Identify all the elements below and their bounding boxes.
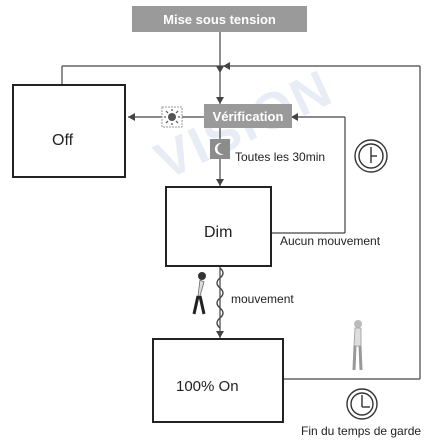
state-dim-box <box>165 186 272 267</box>
moon-icon <box>210 139 230 159</box>
motion-label: mouvement <box>231 292 294 306</box>
person-walking-icon <box>192 272 206 315</box>
power-on-label: Mise sous tension <box>132 6 307 32</box>
sun-icon <box>161 106 183 128</box>
hold-time-label: Fin du temps de garde <box>301 424 422 438</box>
state-on-label: 100% On <box>176 378 239 395</box>
state-off-box <box>12 84 126 178</box>
interval-label: Toutes les 30min <box>235 150 326 164</box>
check-label: Vérification <box>204 104 292 128</box>
state-on-box <box>152 338 284 423</box>
motion-wave <box>216 267 224 329</box>
no-motion-label: Aucun mouvement <box>280 234 381 248</box>
timer-icon <box>354 139 388 173</box>
timer-icon-hold <box>346 388 378 420</box>
state-off-label: Off <box>52 132 74 149</box>
person-standing-icon <box>352 320 363 371</box>
state-dim-label: Dim <box>204 224 233 241</box>
